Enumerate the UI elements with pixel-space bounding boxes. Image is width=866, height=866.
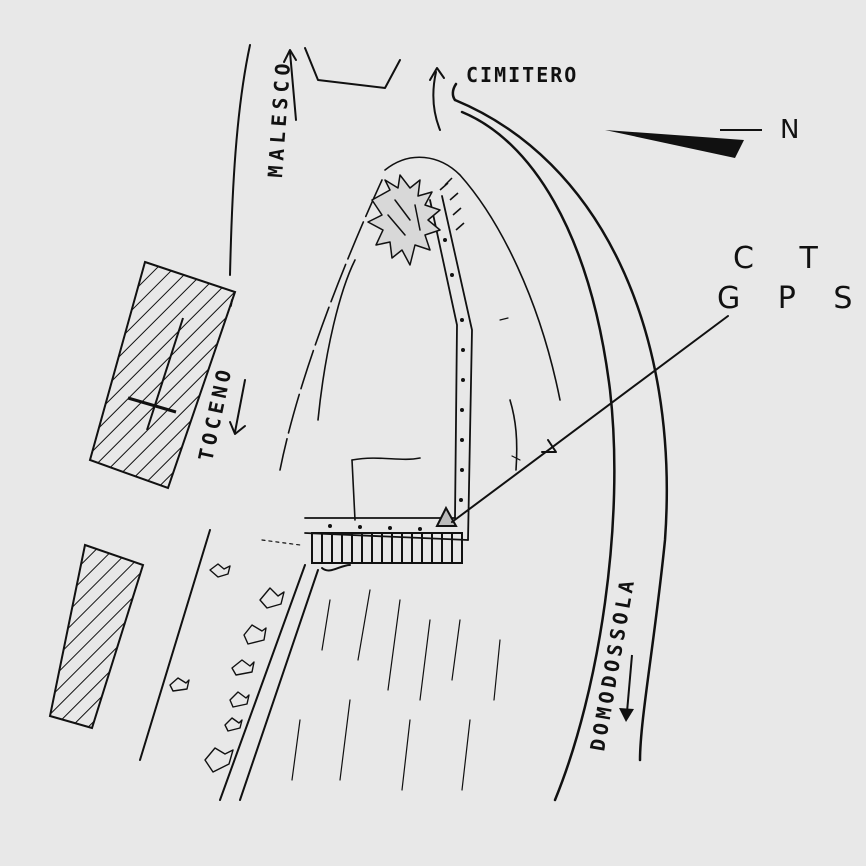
- road-domodossola: [451, 82, 669, 802]
- curb-top: [304, 47, 401, 89]
- north-arrow-icon: [605, 129, 762, 158]
- field-marks: [261, 317, 521, 791]
- label-station-line2: G P S: [717, 281, 866, 316]
- ramp-stripes: [311, 532, 463, 564]
- label-station-line1: C T: [733, 241, 836, 276]
- footpath: [304, 195, 473, 541]
- field-outline: [279, 156, 561, 521]
- building-toceno: [88, 260, 237, 490]
- station-pointer: [451, 315, 729, 523]
- footpath-dots: [328, 238, 465, 531]
- cimitero-arrow-icon: [429, 67, 445, 131]
- building-cross-2: [146, 317, 184, 431]
- label-cimitero: CIMITERO: [466, 63, 578, 87]
- tree-icon: [367, 174, 441, 266]
- domodossola-arrow-icon: [619, 654, 634, 722]
- building-lower: [48, 543, 145, 730]
- label-north: N: [780, 115, 799, 145]
- direction-arrow-icon: [283, 49, 297, 121]
- road-lower: [139, 529, 351, 801]
- building-cross: [127, 396, 177, 414]
- shrubs: [169, 563, 285, 773]
- tree-hatch: [439, 177, 465, 231]
- toceno-arrow-icon: [229, 379, 246, 435]
